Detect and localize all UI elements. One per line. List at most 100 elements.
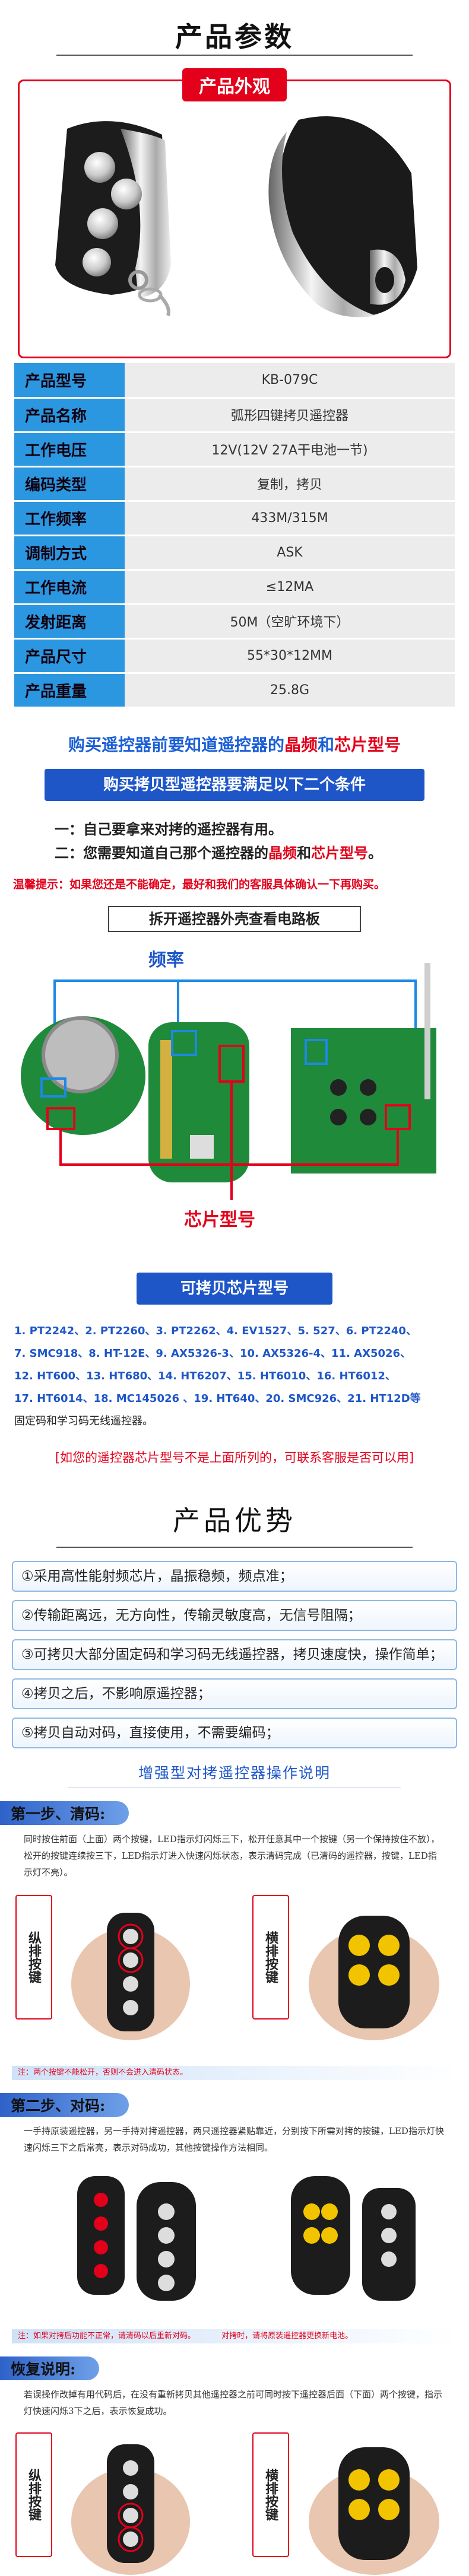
copyable-chips-bar: 可拷贝芯片型号 — [137, 1272, 332, 1305]
spec-key: 产品重量 — [14, 673, 125, 708]
advantage-item: ④拷贝之后，不影响原遥控器； — [12, 1678, 457, 1709]
vertical-keys-label: 纵排按键 — [15, 2432, 52, 2557]
condition-2-freq: 晶频 — [268, 844, 297, 861]
spec-key: 调制方式 — [14, 535, 125, 571]
spec-key: 产品尺寸 — [14, 638, 125, 674]
spec-key: 工作频率 — [14, 501, 125, 536]
spec-row: 产品名称弧形四键拷贝遥控器 — [14, 397, 455, 433]
step1-remote-horizontal-image — [309, 1915, 439, 2040]
advantage-item: ①采用高性能射频芯片，晶振稳频，频点准； — [12, 1560, 457, 1592]
condition-1: 一：自己要拿来对拷的遥控器有用。 — [55, 820, 283, 838]
step1-text: 同时按住前面（上面）两个按键，LED指示灯闪烁三下，松开任意其中一个按键（另一个… — [24, 1833, 440, 1878]
chip-headline-a: 购买遥控器前要知道遥控器的 — [68, 734, 284, 755]
step1-header: 第一步、清码: — [0, 1801, 469, 1825]
vertical-keys-label: 纵排按键 — [15, 1894, 52, 2020]
spec-value: 25.8G — [125, 673, 455, 708]
spec-key: 发射距离 — [14, 604, 125, 640]
conditions-bar: 购买拷贝型遥控器要满足以下二个条件 — [45, 768, 424, 801]
spec-value: 55*30*12MM — [125, 638, 455, 674]
spec-key: 工作电压 — [14, 432, 125, 468]
spec-key: 产品型号 — [14, 363, 125, 399]
guide-title: 增强型对拷遥控器操作说明 — [138, 1764, 331, 1782]
step3-remote-vertical-image — [71, 2444, 190, 2575]
appearance-label: 产品外观 — [182, 68, 287, 101]
spec-row: 编码类型复制，拷贝 — [14, 466, 455, 502]
chip-headline-chip: 芯片型号 — [334, 734, 401, 755]
step3-images: 纵排按键 横排按键 — [0, 2428, 469, 2576]
chip-model-label: 芯片型号 — [184, 1209, 255, 1230]
step2-header: 第二步、对码: — [0, 2092, 469, 2117]
title-divider — [56, 1546, 413, 1548]
spec-row: 工作电流≤12MA — [14, 570, 455, 605]
step2-tag: 第二步、对码: — [0, 2092, 129, 2117]
step2-warning-b: 对拷时，请将原装遥控器更换新电池。 — [221, 2331, 353, 2340]
horizontal-keys-label: 横排按键 — [252, 2432, 289, 2557]
pcb-boards-image — [21, 962, 436, 1200]
step1-warning: 注：两个按键不能松开，否则不会进入清码状态。 — [12, 2065, 457, 2080]
step2-text: 一手持原装遥控器，另一手持对拷遥控器，两只遥控器紧贴靠近，分别按下所需对拷的按键… — [24, 2125, 444, 2153]
remote-front-image — [55, 121, 171, 316]
advantage-item: ③可拷贝大部分固定码和学习码无线遥控器，拷贝速度快，操作简单； — [12, 1639, 457, 1670]
step2-images — [0, 2164, 469, 2324]
chip-headline-freq: 晶频 — [284, 734, 318, 755]
condition-2-a: 二：您需要知道自己那个遥控器的 — [55, 844, 268, 861]
step3-header: 恢复说明: — [0, 2356, 469, 2380]
step3-tag: 恢复说明: — [0, 2356, 100, 2380]
section-title-advantages: 产品优势 — [173, 1504, 296, 1537]
chip-list-line: 17. HT6014、18. MC145026 、19. HT640、20. S… — [14, 1392, 421, 1405]
condition-2: 二：您需要知道自己那个遥控器的晶频和芯片型号。 — [55, 841, 469, 865]
spec-value: 12V(12V 27A干电池一节) — [125, 432, 455, 468]
spec-key: 产品名称 — [14, 397, 125, 433]
chip-list: 1. PT2242、2. PT2260、3. PT2262、4. EV1527、… — [14, 1320, 455, 1433]
chip-headline-and: 和 — [318, 734, 335, 755]
remote-back-image — [268, 116, 417, 317]
horizontal-keys-label: 横排按键 — [252, 1894, 289, 2020]
warm-tip: 温馨提示：如果您还是不能确定，最好和我们的客服具体确认一下再购买。 — [13, 877, 386, 891]
condition-2-chip: 芯片型号 — [311, 844, 368, 861]
step1-tag: 第一步、清码: — [0, 1801, 129, 1825]
spec-value: 弧形四键拷贝遥控器 — [125, 397, 455, 433]
advantage-list: ①采用高性能射频芯片，晶振稳频，频点准； ②传输距离远，无方向性，传输灵敏度高，… — [0, 1560, 469, 1748]
step2-warning-a: 注：如果对拷后功能不正常，请清码以后重新对码。 — [18, 2331, 196, 2340]
step2-remote-pair-right-image — [291, 2176, 416, 2301]
pcb-illustration: 频率 芯片型号 — [0, 939, 469, 1248]
step1-remote-vertical-image — [71, 1912, 190, 2040]
appearance-box: 产品外观 — [18, 68, 451, 358]
advantage-item: ⑤拷贝自动对码，直接使用，不需要编码； — [12, 1717, 457, 1748]
open-case-label: 拆开遥控器外壳查看电路板 — [108, 905, 361, 932]
spec-key: 编码类型 — [14, 466, 125, 502]
section-title-params: 产品参数 — [175, 21, 294, 53]
spec-key: 工作电流 — [14, 570, 125, 605]
step3-remote-horizontal-image — [309, 2447, 439, 2575]
chip-list-line: 12. HT600、13. HT680、14. HT6207、15. HT601… — [14, 1369, 396, 1382]
condition-2-and: 和 — [297, 844, 311, 861]
spec-value: ASK — [125, 535, 455, 571]
spec-value: 50M（空旷环境下） — [125, 604, 455, 640]
step1-images: 纵排按键 横排按键 — [0, 1889, 469, 2061]
step3-text: 若误操作改掉有用代码后，在没有重新拷贝其他遥控器之前可同时按下遥控器后面（下面）… — [24, 2389, 443, 2416]
step2-remote-pair-left-image — [77, 2176, 196, 2301]
chip-list-line: 1. PT2242、2. PT2260、3. PT2262、4. EV1527、… — [14, 1324, 417, 1337]
step2-warning: 注：如果对拷后功能不正常，请清码以后重新对码。 对拷时，请将原装遥控器更换新电池… — [12, 2329, 457, 2343]
condition-2-end: 。 — [368, 844, 382, 861]
spec-value: ≤12MA — [125, 570, 455, 605]
chip-headline: 购买遥控器前要知道遥控器的晶频和芯片型号 — [0, 732, 469, 756]
spec-value: KB-079C — [125, 363, 455, 399]
conditions: 一：自己要拿来对拷的遥控器有用。 二：您需要知道自己那个遥控器的晶频和芯片型号。 — [55, 818, 469, 865]
spec-value: 433M/315M — [125, 501, 455, 536]
advantage-item: ②传输距离远，无方向性，传输灵敏度高，无信号阻隔； — [12, 1599, 457, 1631]
title-divider — [56, 55, 413, 56]
chip-list-line: 固定码和学习码无线遥控器。 — [14, 1414, 153, 1427]
chip-list-line: 7. SMC918、8. HT-12E、9. AX5326-3、10. AX53… — [14, 1347, 411, 1360]
chip-note: [如您的遥控器芯片型号不是上面所列的，可联系客服是否可以用] — [55, 1450, 414, 1465]
spec-value: 复制，拷贝 — [125, 466, 455, 502]
frequency-label: 频率 — [148, 949, 184, 971]
